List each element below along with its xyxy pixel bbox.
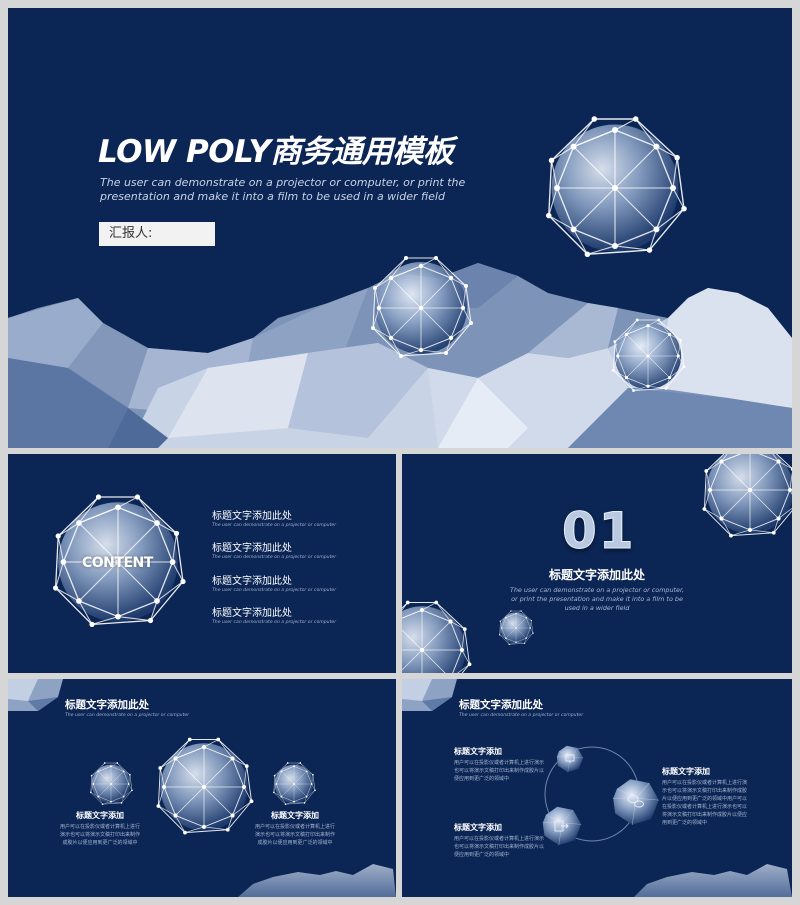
section-subtitle-line2: or print the presentation and make it in… [511,595,683,603]
content-sphere-illustration [52,493,187,628]
text-block-left: 标题文字添加 用户可以在投影仪或者计算机上进行演示也可以将演示文稿打印出来制作成… [58,810,142,847]
block-body: 用户可以在投影仪或者计算机上进行演示也可以将演示文稿打印出来制作成胶片以便应用到… [662,780,748,826]
toc-item-title: 标题文字添加此处 [212,511,292,522]
block-title: 标题文字添加 [662,767,710,776]
gem-node-top [556,745,584,773]
slide-cover[interactable]: LOW POLY商务通用模板 The user can demonstrate … [8,8,792,448]
cover-subtitle-line2: presentation and make it into a film to … [100,190,445,203]
header-title: 标题文字添加此处 [65,699,149,711]
text-block-right: 标题文字添加 用户可以在投影仪或者计算机上进行演示也可以将演示文稿打印出来制作成… [253,810,337,847]
content-sphere-label: CONTENT [82,555,153,571]
cycle-diagram [402,679,792,897]
section-number: 01 [562,502,636,561]
three-spheres-illustration [8,679,396,897]
slide-contents[interactable]: CONTENT 标题文字添加此处 The user can demonstrat… [8,454,396,673]
header-subtitle: The user can demonstrate on a projector … [459,713,584,718]
block-body: 用户可以在投影仪或者计算机上进行演示也可以将演示文稿打印出来制作成胶片以便应用到… [254,824,335,846]
section-spheres-decoration [402,454,792,673]
block-title: 标题文字添加 [454,823,502,832]
header-title: 标题文字添加此处 [459,699,543,711]
block-body: 用户可以在投影仪或者计算机上进行演示也可以将演示文稿打印出来制作成胶片以便应用到… [454,836,545,858]
section-subtitle-line1: The user can demonstrate on a projector … [509,586,685,594]
chat-bubbles-icon [627,795,639,803]
low-poly-mountains-illustration [8,263,792,448]
block-title: 标题文字添加 [271,811,319,820]
text-block-top-left: 标题文字添加 用户可以在投影仪或者计算机上进行演示也可以将演示文稿打印出来制作成… [454,746,544,783]
slide-header: 标题文字添加此处 The user can demonstrate on a p… [459,697,583,718]
section-subtitle: The user can demonstrate on a projector … [497,586,697,613]
toc-item-subtitle: The user can demonstrate on a projector … [212,620,337,625]
slide-section-01[interactable]: 01 标题文字添加此处 The user can demonstrate on … [402,454,792,673]
section-title: 标题文字添加此处 [548,568,645,582]
slide-cycle[interactable]: 标题文字添加此处 The user can demonstrate on a p… [402,679,792,897]
text-block-bottom-left: 标题文字添加 用户可以在投影仪或者计算机上进行演示也可以将演示文稿打印出来制作成… [454,822,544,859]
toc-item-subtitle: The user can demonstrate on a projector … [212,523,337,528]
section-subtitle-line3: used in a wider field [564,604,630,612]
block-title: 标题文字添加 [76,811,124,820]
block-title: 标题文字添加 [454,747,502,756]
block-body: 用户可以在投影仪或者计算机上进行演示也可以将演示文稿打印出来制作成胶片以便应用到… [59,824,140,846]
toc-item-2[interactable]: 标题文字添加此处 The user can demonstrate on a p… [212,539,336,560]
toc-item-subtitle: The user can demonstrate on a projector … [212,555,337,560]
toc-item-subtitle: The user can demonstrate on a projector … [212,588,337,593]
cover-title: LOW POLY商务通用模板 [98,134,454,170]
slide-header: 标题文字添加此处 The user can demonstrate on a p… [65,697,189,718]
toc-item-4[interactable]: 标题文字添加此处 The user can demonstrate on a p… [212,604,336,625]
toc-item-1[interactable]: 标题文字添加此处 The user can demonstrate on a p… [212,507,336,528]
toc-item-title: 标题文字添加此处 [212,576,292,587]
cover-subtitle-line1: The user can demonstrate on a projector … [100,176,466,189]
toc-item-title: 标题文字添加此处 [212,608,292,619]
header-subtitle: The user can demonstrate on a projector … [65,713,190,718]
block-body: 用户可以在投影仪或者计算机上进行演示也可以将演示文稿打印出来制作成胶片以便应用到… [454,760,545,782]
cover-subtitle: The user can demonstrate on a projector … [100,176,500,204]
slide-three-spheres[interactable]: 标题文字添加此处 The user can demonstrate on a p… [8,679,396,897]
text-block-right: 标题文字添加 用户可以在投影仪或者计算机上进行演示也可以将演示文稿打印出来制作成… [662,766,750,827]
toc-item-3[interactable]: 标题文字添加此处 The user can demonstrate on a p… [212,572,336,593]
toc-item-title: 标题文字添加此处 [212,543,292,554]
reporter-field[interactable]: 汇报人: [99,222,215,246]
